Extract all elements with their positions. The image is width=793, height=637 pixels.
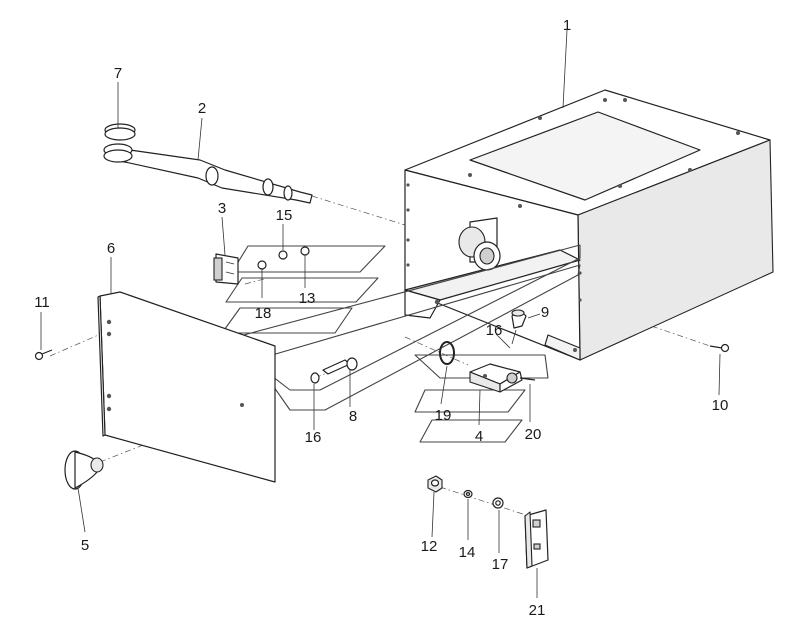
cover-plate [97, 291, 276, 483]
callout-3: 3 [218, 200, 226, 217]
callout-1: 1 [563, 17, 571, 34]
circlip [439, 341, 455, 365]
callout-2: 2 [198, 100, 206, 117]
callout-11: 11 [34, 294, 50, 311]
callout-14: 14 [459, 544, 476, 561]
callout-17: 17 [492, 556, 509, 573]
callout-15: 15 [276, 207, 293, 224]
lever-shaft [109, 149, 313, 204]
callout-19: 19 [435, 407, 452, 424]
nut [427, 475, 443, 493]
callout-6: 6 [107, 240, 115, 257]
callout-8: 8 [349, 408, 357, 425]
callout-10: 10 [712, 397, 729, 414]
housing-box [404, 89, 774, 361]
latch-block [469, 363, 536, 393]
bolt-top [511, 309, 527, 345]
callout-12: 12 [421, 538, 438, 555]
callout-18: 18 [255, 305, 272, 322]
callout-16-upper: 16 [486, 322, 503, 339]
fasteners-upper [257, 246, 310, 270]
callout-4: 4 [475, 428, 483, 445]
leader-lines [40, 29, 721, 598]
callout-16-lower: 16 [305, 429, 322, 446]
callout-13: 13 [299, 290, 316, 307]
callout-21: 21 [529, 602, 546, 619]
callout-5: 5 [81, 537, 89, 554]
screw-right [709, 343, 730, 353]
striker-plate [524, 509, 549, 569]
knob [64, 450, 104, 490]
hinge-bracket [213, 253, 239, 285]
callout-9: 9 [541, 304, 549, 321]
callout-20: 20 [525, 426, 542, 443]
washer [492, 497, 504, 509]
callout-labels: 1 2 3 4 5 6 7 8 9 10 11 12 13 14 15 16 1… [34, 17, 728, 619]
callout-7: 7 [114, 65, 122, 82]
ring [103, 123, 136, 163]
pin [310, 357, 358, 384]
screw-left [34, 349, 53, 361]
bearing-boss [458, 217, 501, 271]
washer-small [463, 489, 473, 499]
ghost-outlines [221, 244, 581, 443]
